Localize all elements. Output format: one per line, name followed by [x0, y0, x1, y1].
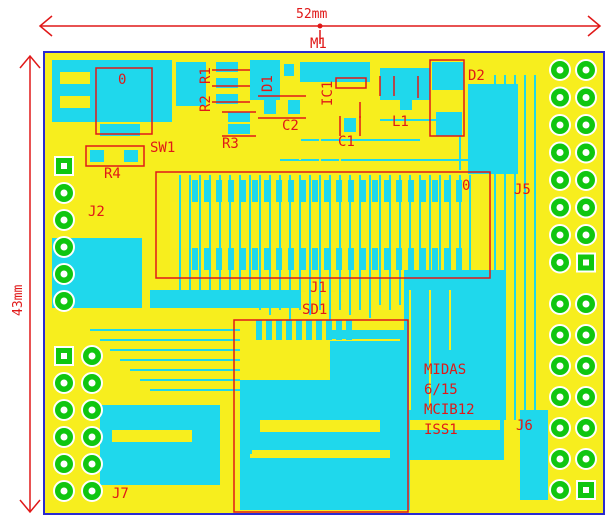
- drill-hole: [582, 94, 590, 101]
- drill-hole: [583, 259, 589, 266]
- drill-hole: [88, 460, 96, 468]
- j6-label: J6: [516, 418, 533, 434]
- drill-hole: [60, 189, 68, 197]
- through-hole-pads: [53, 59, 597, 502]
- drill-hole: [60, 406, 68, 414]
- drill-hole: [88, 487, 96, 495]
- width-dimension-label: 52mm: [296, 7, 327, 22]
- drill-hole: [556, 393, 564, 401]
- board-text-line-1: MIDAS: [424, 362, 466, 378]
- j1-footprint: [192, 180, 462, 270]
- drill-hole: [556, 149, 564, 156]
- r4-label: R4: [104, 166, 121, 182]
- drill-hole: [582, 231, 590, 239]
- d1-label: D1: [260, 75, 276, 92]
- l1-label: L1: [392, 114, 409, 130]
- j1-label: J1: [310, 280, 327, 296]
- drill-hole: [556, 424, 564, 432]
- board-text-line-4: ISS1: [424, 422, 458, 438]
- drill-hole: [582, 362, 590, 370]
- drill-hole: [582, 300, 590, 308]
- r2-label: R2: [198, 95, 214, 112]
- drill-hole: [88, 379, 96, 387]
- component-outline-d2: [429, 59, 465, 137]
- drill-hole: [60, 460, 68, 468]
- silkscreen: [85, 59, 491, 513]
- drill-hole: [583, 487, 589, 493]
- drill-hole: [582, 424, 590, 432]
- drill-hole: [556, 300, 564, 308]
- component-outline-ic1: [335, 77, 367, 89]
- component-outline-q: [95, 67, 153, 135]
- d2-label: D2: [468, 68, 485, 84]
- drill-hole: [582, 393, 590, 401]
- r1-label: R1: [198, 67, 214, 84]
- ic1-label: IC1: [320, 81, 336, 106]
- top-copper-patches: [60, 72, 500, 458]
- c1-label: C1: [338, 134, 355, 150]
- drill-hole: [60, 270, 68, 278]
- pin1-marker-q: 0: [118, 72, 126, 88]
- drill-hole: [556, 455, 564, 463]
- drill-hole: [582, 176, 590, 184]
- drill-hole: [556, 486, 564, 494]
- j7-label: J7: [112, 486, 129, 502]
- board-text-line-2: 6/15: [424, 382, 458, 398]
- drill-hole: [556, 66, 564, 74]
- drill-hole: [556, 121, 564, 129]
- board-name-label: M1: [310, 36, 327, 52]
- drill-hole: [88, 433, 96, 441]
- top-traces: [260, 82, 451, 410]
- drill-hole: [88, 352, 96, 360]
- drill-hole: [582, 66, 590, 74]
- drill-hole: [60, 487, 68, 495]
- j5-label: J5: [514, 182, 531, 198]
- sw1-label: SW1: [150, 140, 175, 156]
- drill-hole: [556, 362, 564, 370]
- c2-label: C2: [282, 118, 299, 134]
- drill-hole: [556, 231, 564, 239]
- drill-hole: [60, 243, 68, 251]
- drill-hole: [556, 176, 564, 184]
- drill-hole: [60, 216, 68, 224]
- drill-hole: [60, 297, 68, 305]
- j2-label: J2: [88, 204, 105, 220]
- sd1-label: SD1: [302, 302, 327, 318]
- smd-pads: [90, 62, 464, 162]
- drill-hole: [556, 94, 564, 101]
- drill-hole: [556, 331, 564, 339]
- drill-hole: [61, 353, 67, 359]
- board-text-line-3: MCIB12: [424, 402, 475, 418]
- drill-hole: [556, 204, 564, 211]
- component-outline-sw1: [85, 145, 145, 167]
- width-center-mark: [317, 23, 323, 29]
- component-outline-sd1: [233, 319, 409, 513]
- sd1-footprint: [240, 320, 410, 508]
- height-dimension-label: 43mm: [11, 285, 26, 316]
- drill-hole: [582, 121, 590, 129]
- r3-label: R3: [222, 136, 239, 152]
- drill-hole: [582, 204, 590, 211]
- drill-hole: [88, 406, 96, 414]
- drill-hole: [582, 455, 590, 463]
- component-outline-j1: [155, 171, 491, 279]
- drill-hole: [582, 331, 590, 339]
- drill-hole: [60, 433, 68, 441]
- drill-hole: [582, 149, 590, 156]
- pin1-marker-j1: 0: [462, 178, 470, 194]
- drill-hole: [60, 379, 68, 387]
- drill-hole: [61, 163, 67, 169]
- drill-hole: [556, 259, 564, 266]
